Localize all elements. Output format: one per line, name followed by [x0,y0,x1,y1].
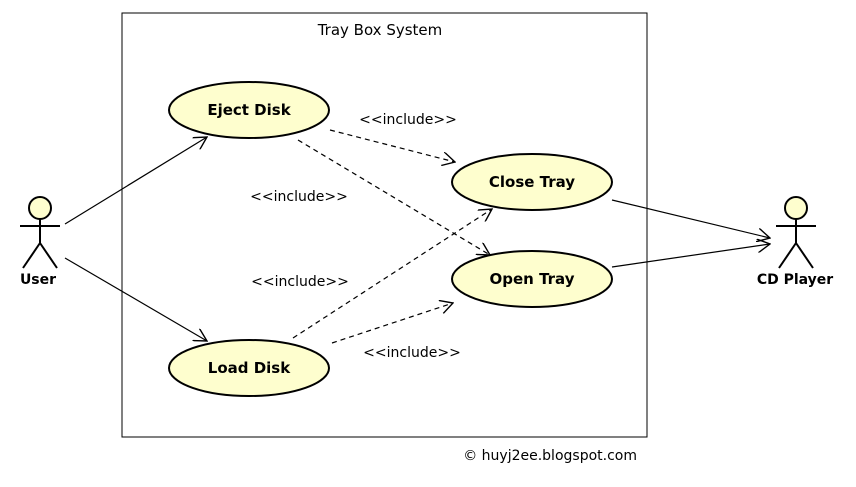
include-load-close [292,209,492,339]
system-title: Tray Box System [317,21,443,39]
association-user-eject [64,137,207,225]
footer-credit: © huyj2ee.blogspot.com [463,448,637,464]
actor-user [20,196,60,269]
use-case-load-disk [168,339,330,397]
use-case-eject-disk-label: Eject Disk [207,101,291,119]
system-boundary [121,12,648,438]
include-label-eject-open: <<include>> [250,189,348,205]
use-case-load-disk-label: Load Disk [208,359,291,377]
include-eject-close [329,129,455,162]
include-load-open [331,303,453,344]
include-label-load-open: <<include>> [363,345,461,361]
association-open-cdplayer [611,244,770,268]
use-case-eject-disk [168,81,330,139]
association-close-cdplayer [611,199,770,238]
actor-cd-player [776,196,816,269]
use-case-open-tray-label: Open Tray [490,270,575,288]
actor-cd-player-label: CD Player [757,272,833,288]
include-eject-open [297,139,490,255]
actor-user-label: User [20,272,56,288]
use-case-close-tray-label: Close Tray [489,173,575,191]
include-label-load-close: <<include>> [251,274,349,290]
association-user-load [64,257,207,341]
use-case-open-tray [451,250,613,308]
include-label-eject-close: <<include>> [359,112,457,128]
use-case-close-tray [451,153,613,211]
